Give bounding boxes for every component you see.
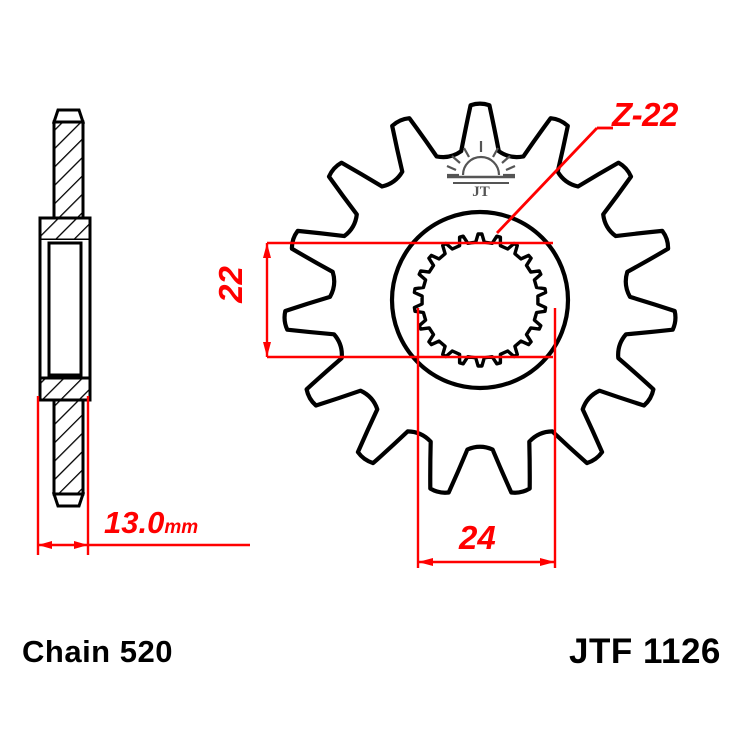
side-top-tooth-tip <box>51 108 86 124</box>
sun-ray-nne <box>492 147 499 158</box>
leader-line-z22 <box>495 126 613 234</box>
label-chain-size: Chain 520 <box>22 634 173 669</box>
side-section-view <box>38 108 92 508</box>
arrow-bore-left <box>418 558 433 566</box>
sun-ray-wnw <box>446 164 457 172</box>
sun-ray-ene <box>505 164 516 172</box>
label-teeth-callout: Z-22 <box>612 96 678 133</box>
sun-ray-ne <box>501 155 511 164</box>
side-bore-inner <box>47 241 83 377</box>
side-bottom-tooth-tip <box>51 492 86 508</box>
jt-sunrise-logo: JT <box>446 141 516 200</box>
sun-ray-nnw <box>463 147 470 158</box>
label-thickness: 13.0mm <box>104 507 198 538</box>
label-thickness-unit: mm <box>164 517 199 538</box>
arrow-hub-top <box>263 243 271 258</box>
jt-wordmark: JT <box>472 184 490 200</box>
dimension-bore-24 <box>416 308 557 568</box>
arrow-left <box>38 541 52 549</box>
arrow-bore-right <box>540 558 555 566</box>
sun-ray-nw <box>451 155 461 164</box>
dimension-hub-22 <box>263 241 553 359</box>
leader-diagonal <box>495 127 599 234</box>
front-sprocket-view: JT <box>282 101 678 495</box>
label-part-number: JTF 1126 <box>569 632 721 671</box>
label-hub-diameter: 22 <box>211 266 249 303</box>
label-thickness-value: 13.0 <box>104 505 165 540</box>
section-hatching <box>40 122 90 494</box>
label-bore-width: 24 <box>459 519 496 556</box>
dimension-thickness-13mm <box>36 396 250 555</box>
sun-arc <box>461 155 501 176</box>
arrow-hub-bottom <box>263 342 271 357</box>
side-lower-flange <box>38 376 92 402</box>
arrow-right <box>74 541 88 549</box>
